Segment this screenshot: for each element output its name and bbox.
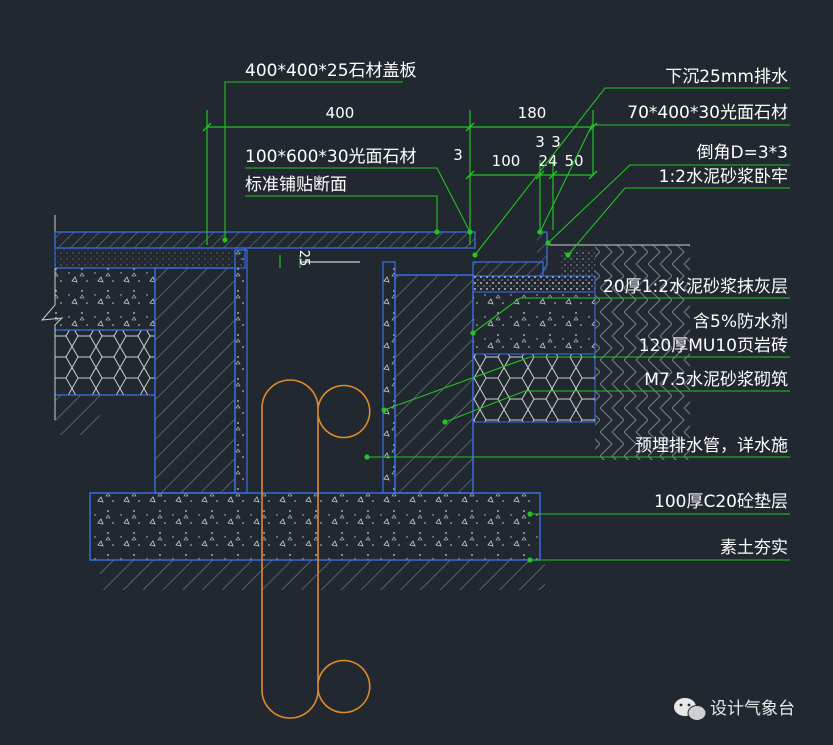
label-cover-plate: 400*400*25石材盖板 <box>245 61 417 81</box>
left-pavement <box>40 215 155 420</box>
drain-pipe <box>261 379 371 719</box>
label-standard-section: 标准铺贴断面 <box>245 175 347 195</box>
label-chamfer: 倒角D=3*3 <box>697 143 788 163</box>
leader-dots <box>222 229 571 563</box>
dim-gap-left: 3 <box>453 146 463 164</box>
dim-stone-width: 100 <box>492 152 521 170</box>
label-stone-left: 100*600*30光面石材 <box>245 147 417 167</box>
surface-stone <box>54 231 476 269</box>
watermark-text: 设计气象台 <box>710 699 795 719</box>
label-bedding: 1:2水泥砂浆卧牢 <box>659 167 788 187</box>
label-brick: 120厚MU10页岩砖 <box>639 336 788 356</box>
right-pavement <box>472 231 690 423</box>
dim-cover-width: 400 <box>326 104 355 122</box>
dimension-lines <box>206 110 594 268</box>
label-soil: 素土夯实 <box>720 538 788 558</box>
dim-small-a: 3 <box>535 133 545 151</box>
soil-hatch <box>55 245 690 590</box>
label-mortar-masonry: M7.5水泥砂浆砌筑 <box>644 370 788 390</box>
label-plaster: 20厚1:2水泥砂浆抹灰层 <box>603 277 788 297</box>
label-drop-note: 下沉25mm排水 <box>665 67 788 87</box>
concrete-base <box>89 492 541 561</box>
leader-lines <box>224 81 790 561</box>
label-stone-right: 70*400*30光面石材 <box>627 103 788 123</box>
dim-small-b: 3 <box>551 133 561 151</box>
dim-drop: 25 <box>296 250 311 267</box>
wechat-icon <box>674 698 707 721</box>
label-waterproof: 含5%防水剂 <box>693 312 788 332</box>
label-concrete: 100厚C20砼垫层 <box>654 492 788 512</box>
label-pipe: 预埋排水管，详水施 <box>635 436 788 456</box>
dim-right-total: 180 <box>518 104 547 122</box>
